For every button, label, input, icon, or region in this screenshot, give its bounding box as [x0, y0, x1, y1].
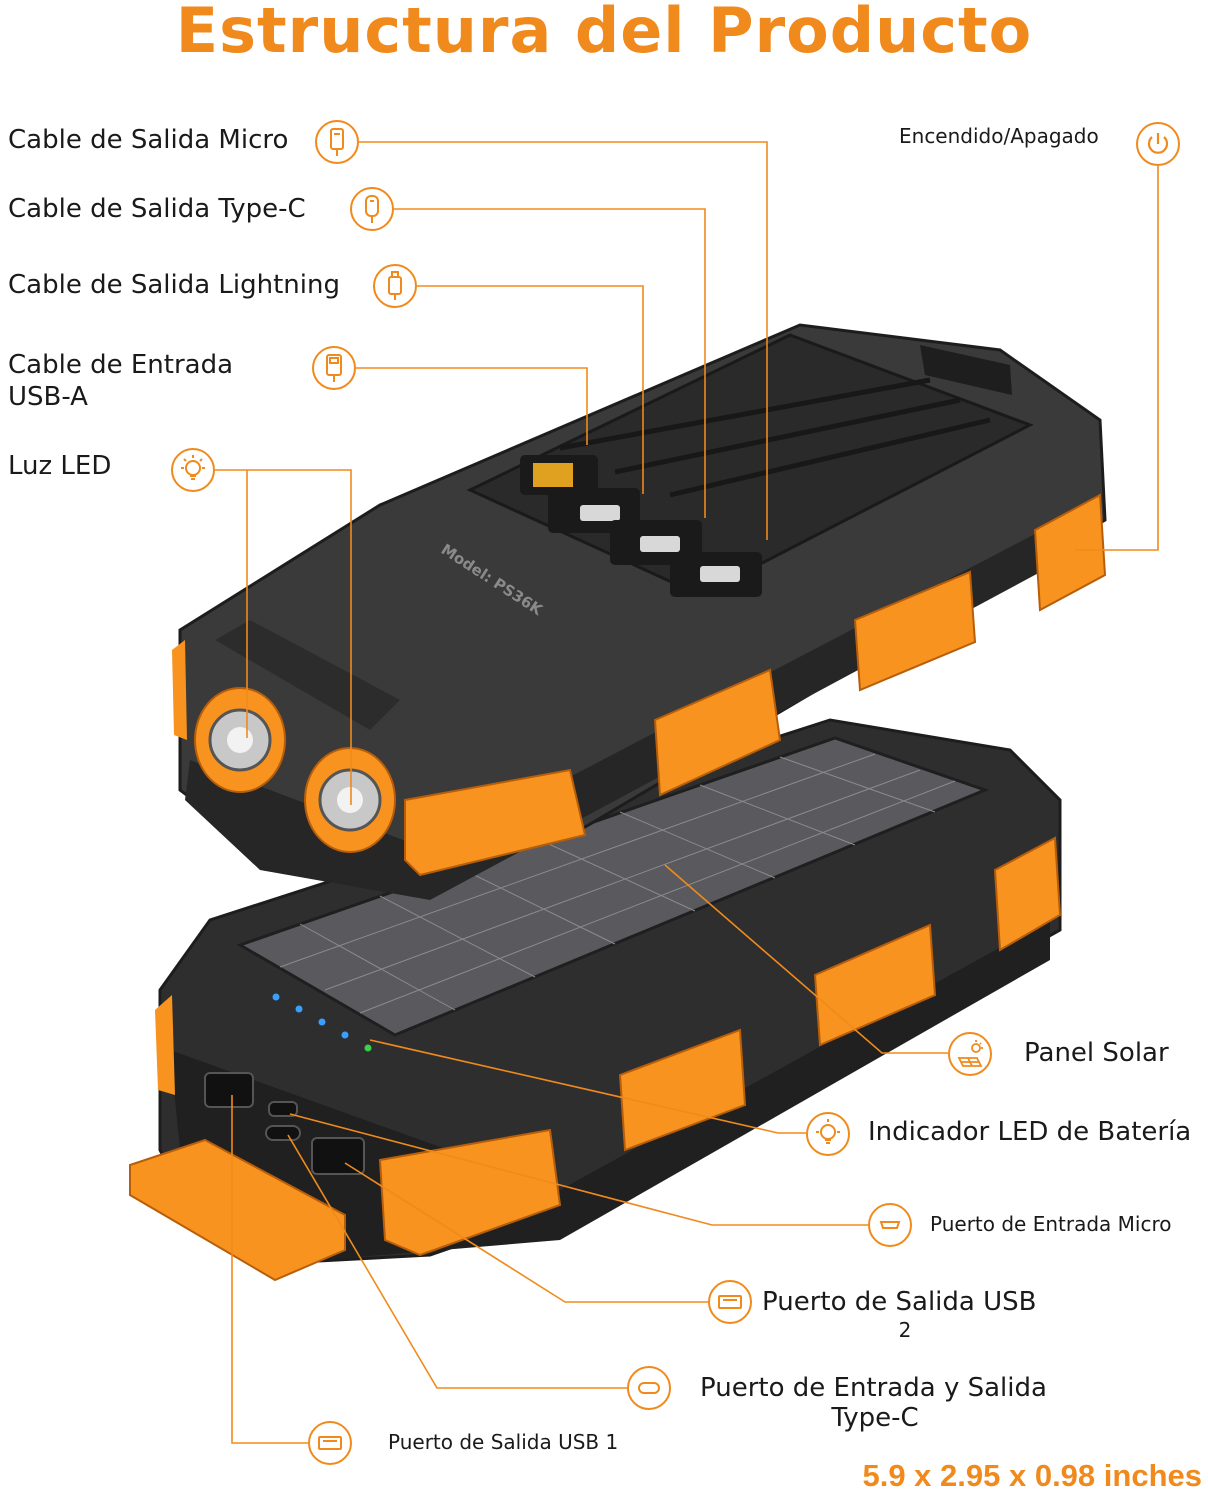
power-icon	[1136, 122, 1180, 166]
cable-unit	[172, 323, 1107, 900]
battery-indicator-leds	[272, 993, 372, 1052]
cable-grooves	[559, 377, 991, 498]
usb-port-icon	[708, 1280, 752, 1324]
rubber-top-2	[853, 570, 977, 692]
rubber-corner	[378, 1128, 562, 1257]
battery-led-icon	[806, 1112, 850, 1156]
led-lights	[194, 687, 396, 853]
leader-usb1-port	[231, 1095, 308, 1444]
micro-usb-cable-icon	[315, 120, 359, 164]
rubber-corner-top	[404, 768, 587, 877]
lightning-cable-icon	[373, 264, 417, 308]
rubber-end	[993, 836, 1062, 952]
page-title: Estructura del Producto	[175, 0, 1033, 67]
type-c-cable-icon	[350, 187, 394, 231]
rubber-top-1	[653, 668, 782, 797]
label-puerto-typec-line1: Puerto de Entrada y Salida	[700, 1373, 1047, 1403]
solar-panel-grid	[279, 753, 956, 1014]
label-luz-led: Luz LED	[8, 451, 112, 481]
label-puerto-entrada-micro: Puerto de Entrada Micro	[930, 1212, 1172, 1236]
usb-a-cable-icon	[312, 346, 356, 390]
usb-port-1	[204, 1072, 254, 1108]
label-cable-micro: Cable de Salida Micro	[8, 125, 289, 155]
leader-lightning-cable	[417, 285, 644, 494]
cable-unit-side	[185, 500, 1100, 900]
led-bulb-icon	[171, 448, 215, 492]
leader-usba-cable	[356, 367, 588, 445]
leader-typec-cable	[394, 208, 706, 518]
leader-micro-cable	[359, 141, 768, 540]
type-c-port-icon	[627, 1366, 671, 1410]
micro-input-port	[268, 1101, 298, 1117]
label-puerto-typec-line2: Type-C	[831, 1403, 919, 1433]
micro-port-icon	[868, 1203, 912, 1247]
leader-power	[1075, 166, 1159, 551]
solar-panel	[236, 736, 990, 1037]
vent-grille	[215, 620, 400, 730]
solar-panel-icon	[948, 1032, 992, 1076]
label-puerto-usb1: Puerto de Salida USB 1	[388, 1430, 619, 1454]
usb-port-2	[311, 1137, 365, 1175]
leader-lines	[215, 141, 1159, 1444]
leader-solar	[664, 864, 948, 1054]
rubber-top-left	[172, 640, 187, 740]
type-c-port	[265, 1125, 301, 1141]
label-cable-typec: Cable de Salida Type-C	[8, 194, 306, 224]
leader-usb2-port	[344, 1162, 708, 1303]
leader-typec-port	[287, 1134, 627, 1389]
leader-led-light	[215, 469, 352, 805]
label-cable-lightning: Cable de Salida Lightning	[8, 270, 340, 300]
rubber-side-1	[618, 1028, 747, 1152]
rubber-left-edge	[155, 995, 175, 1095]
dimensions-text: 5.9 x 2.95 x 0.98 inches	[862, 1458, 1202, 1493]
rubber-side-2	[813, 923, 937, 1047]
label-indicador-led: Indicador LED de Batería	[868, 1117, 1192, 1147]
label-cable-usba-line1: Cable de Entrada	[8, 350, 233, 380]
rubber-top-end	[1033, 493, 1107, 612]
label-panel-solar: Panel Solar	[1024, 1038, 1169, 1068]
label-puerto-usb2-line1: Puerto de Salida USB	[762, 1287, 1037, 1317]
usb-port-1-icon	[308, 1421, 352, 1465]
label-power: Encendido/Apagado	[899, 124, 1099, 148]
power-switch-clip	[920, 345, 1012, 395]
port-cover-flap	[129, 1138, 346, 1282]
label-cable-usba-line2: USB-A	[8, 382, 88, 412]
label-puerto-usb2-line2: 2	[898, 1318, 912, 1342]
leader-micro-port	[289, 1113, 868, 1226]
solar-unit	[129, 718, 1062, 1282]
leader-battery-led	[369, 1039, 806, 1134]
cable-heads	[520, 455, 762, 597]
